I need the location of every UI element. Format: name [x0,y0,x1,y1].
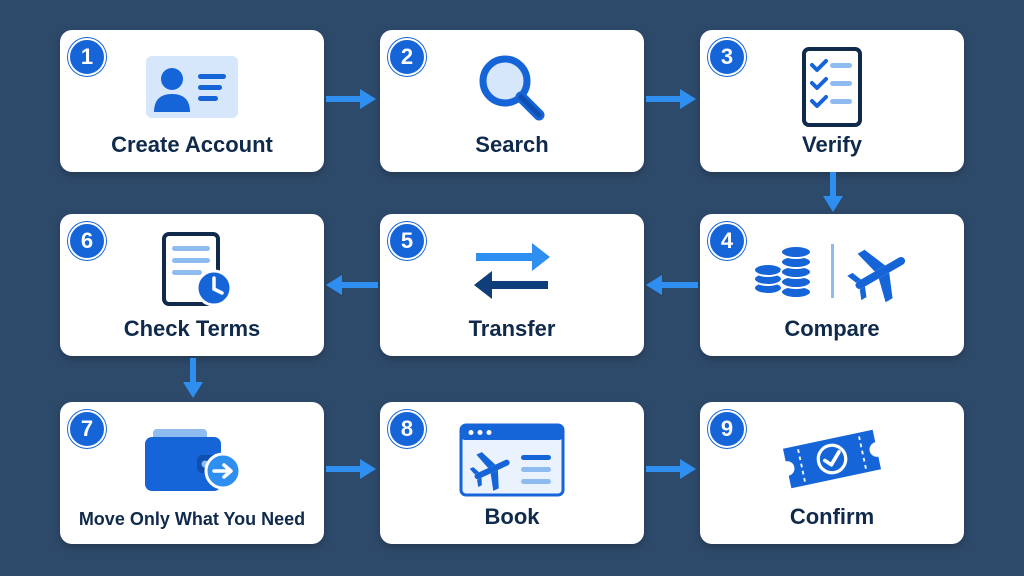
wallet-arrow-icon [137,416,247,502]
step-card-book: 8 Book [380,402,644,544]
step-label: Create Account [111,132,273,157]
id-card-icon [137,44,247,130]
arrow-right-7-to-8 [326,459,376,479]
arrow-right-2-to-3 [646,89,696,109]
step-label: Check Terms [123,316,261,341]
step-card-move-only-what-you-need: 7 Move Only What You Need [60,402,324,544]
arrow-down-3-to-4 [823,172,843,212]
step-number-badge: 3 [708,38,746,76]
coins-vs-plane-icon [742,228,922,314]
step-number-badge: 9 [708,410,746,448]
ticket-check-icon [777,416,887,502]
step-number-badge: 1 [68,38,106,76]
step-label: Transfer [468,316,556,341]
document-clock-icon [137,228,247,314]
step-number-badge: 2 [388,38,426,76]
transfer-arrows-icon [457,228,567,314]
arrow-left-5-to-6 [326,275,378,295]
step-number-badge: 6 [68,222,106,260]
step-card-search: 2 Search [380,30,644,172]
step-label: Confirm [789,504,875,529]
step-label: Book [484,504,540,529]
step-label: Verify [802,132,862,157]
step-number-badge: 4 [708,222,746,260]
arrow-right-1-to-2 [326,89,376,109]
step-card-check-terms: 6 Check Terms [60,214,324,356]
step-label: Move Only What You Need [78,509,306,529]
arrow-left-4-to-5 [646,275,698,295]
checklist-icon [777,44,887,130]
step-number-badge: 5 [388,222,426,260]
step-number-badge: 8 [388,410,426,448]
step-card-create-account: 1 Create Account [60,30,324,172]
step-card-transfer: 5 Transfer [380,214,644,356]
step-label: Search [475,132,549,157]
step-card-compare: 4 Compare [700,214,964,356]
arrow-down-6-to-7 [183,358,203,398]
magnifier-icon [457,44,567,130]
step-card-verify: 3 Verify [700,30,964,172]
arrow-right-8-to-9 [646,459,696,479]
step-label: Compare [784,316,880,341]
step-card-confirm: 9 Confirm [700,402,964,544]
booking-window-plane-icon [457,416,567,502]
step-number-badge: 7 [68,410,106,448]
